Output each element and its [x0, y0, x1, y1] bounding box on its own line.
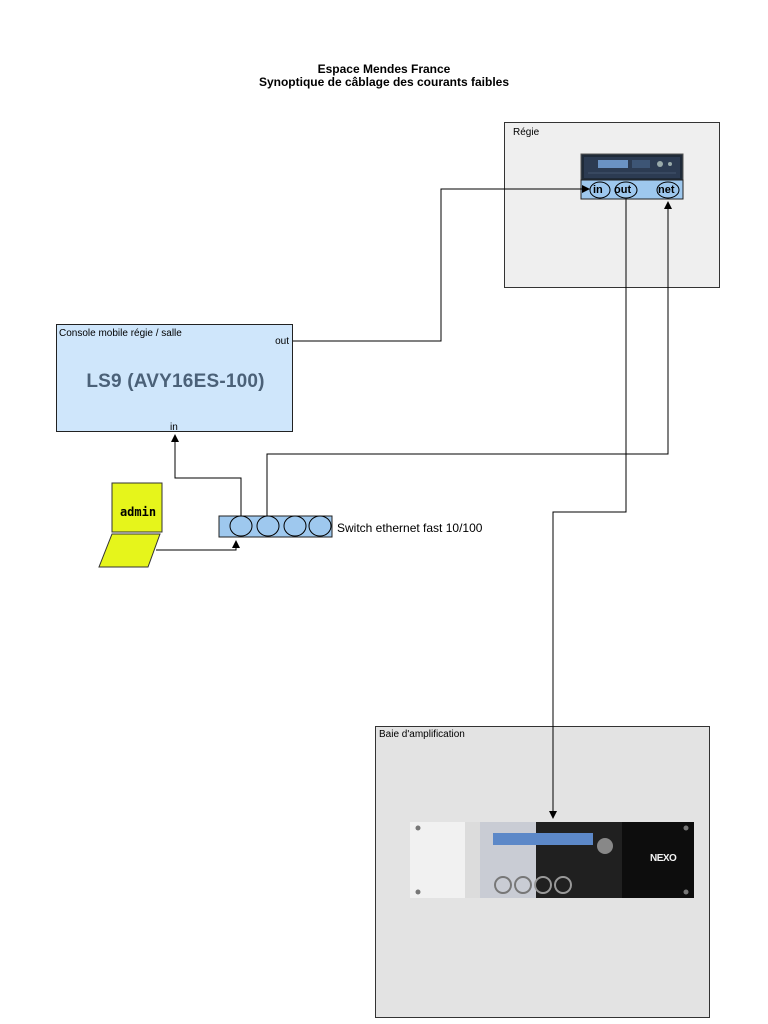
switch-label: Switch ethernet fast 10/100: [337, 521, 483, 535]
regie-out-port-label: out: [614, 184, 632, 196]
switch-port-4: [308, 515, 332, 537]
wire-laptop-to-switch: [156, 540, 240, 551]
regie-processor-image: [580, 153, 684, 182]
console-in-port-label: in: [170, 422, 178, 433]
amplifier-brand-label: NEXO: [650, 853, 677, 864]
diagram-subtitle: Synoptique de câblage des courants faibl…: [258, 75, 510, 89]
regie-zone: Régie: [504, 122, 720, 288]
switch-port-3: [283, 515, 307, 537]
wire-switch-to-console-in: [171, 434, 242, 516]
amplification-rack-label: Baie d'amplification: [379, 729, 465, 740]
nexo-amplifier-image: [410, 822, 694, 898]
regie-in-port-label: in: [593, 184, 603, 196]
wire-console-out-to-regie-in: [293, 185, 590, 342]
wire-switch-to-regie-net: [266, 201, 672, 516]
laptop-label: admin: [119, 505, 157, 519]
regie-out-port: [614, 181, 638, 199]
laptop-screen: [111, 482, 163, 533]
console-out-port-label: out: [275, 336, 289, 347]
switch-port-2: [256, 515, 280, 537]
regie-label: Régie: [513, 127, 540, 138]
regie-net-port: [656, 181, 680, 199]
console-model-name: LS9 (AVY16ES-100): [86, 371, 265, 392]
switch-port-1: [229, 515, 253, 537]
admin-laptop: [98, 482, 163, 568]
regie-net-port-label: net: [658, 184, 675, 196]
console-label: Console mobile régie / salle: [59, 328, 182, 339]
mobile-console: Console mobile régie / salle out LS9 (AV…: [56, 324, 293, 433]
laptop-keyboard: [98, 533, 161, 568]
diagram-title: Espace Mendes France: [317, 62, 451, 76]
regie-in-port: [589, 181, 611, 199]
wire-regie-out-to-amplifier: [549, 199, 627, 819]
